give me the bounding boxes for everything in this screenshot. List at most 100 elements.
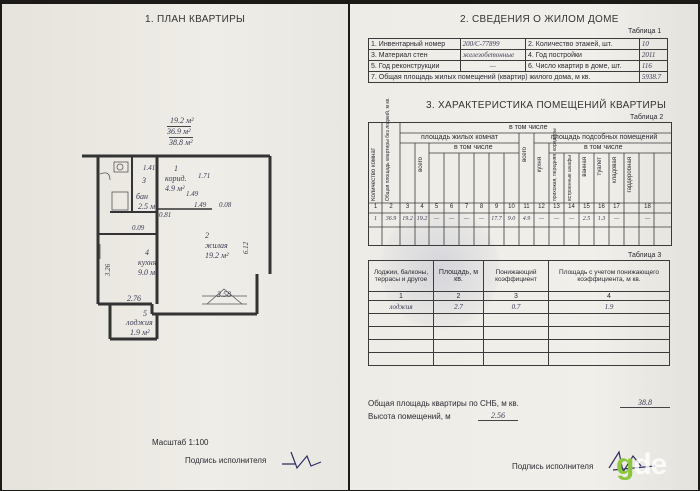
table-cell: 17 — [613, 204, 620, 210]
table-cell: 16 — [598, 204, 605, 210]
table-cell: — — [448, 216, 455, 222]
v-tom-chisle-living: в том числе — [454, 144, 493, 151]
table-cell: 19.2 — [416, 216, 428, 222]
table-cell: 4 — [420, 204, 424, 210]
dim-1-49-b: 1.49 — [194, 201, 207, 209]
room3-name: бан — [136, 192, 148, 201]
room1-area: 4.9 м² — [165, 184, 185, 193]
dim-6-12: 6.12 — [242, 241, 251, 255]
table-row — [368, 352, 670, 366]
table-cell: 2.5 — [582, 216, 591, 222]
room5-area: 1.9 м² — [130, 328, 150, 337]
room2-area: 19.2 м² — [205, 251, 229, 260]
room5-name: лоджия — [126, 318, 153, 327]
dim-0-08: 0.08 — [219, 201, 232, 209]
table-cell: — — [478, 216, 485, 222]
table-row — [368, 313, 670, 327]
col-bath: ванная — [582, 157, 588, 177]
table-row — [368, 339, 670, 353]
dim-3-26: 3.26 — [104, 263, 113, 277]
table-cell: 10 — [508, 204, 515, 210]
aux-area-header: площадь подсобных помещений — [551, 134, 658, 141]
scale-label: Масштаб 1:100 — [152, 438, 209, 447]
table-cell: 15 — [583, 204, 590, 210]
table-cell: 9.0 — [507, 216, 516, 222]
floor-plan-drawing — [82, 154, 272, 341]
dim-1-41: 1.41 — [143, 164, 156, 172]
room2-number: 2 — [205, 231, 209, 240]
area-total-no-loggia-label: 36.9 м² — [167, 126, 191, 136]
room2-name: жилая — [205, 241, 228, 250]
height-value: 2.56 — [478, 411, 518, 421]
v-tom-chisle-top: в том числе — [509, 124, 548, 131]
room4-name: кухня — [138, 258, 157, 267]
living-area-header: площадь жилых комнат — [421, 134, 498, 141]
dim-0-09: 0.09 — [132, 224, 145, 232]
table-cell: 2 — [389, 204, 393, 210]
rooms-table: Количество комнат Общая площадь квартиры… — [368, 97, 672, 246]
table-cell: 5 — [434, 204, 439, 210]
table-cell: 6 — [449, 204, 454, 210]
room4-area: 9.0 м² — [138, 268, 158, 277]
col-aux-total: всего — [522, 147, 528, 162]
col-living-total: всего — [418, 157, 424, 172]
col-storage: кладовая — [612, 157, 618, 184]
col-total-area: Общая площадь квартиры без лоджий, м кв. — [385, 97, 391, 201]
table2-label: Таблица 2 — [630, 114, 664, 121]
table-cell: 13 — [553, 204, 560, 210]
table-cell: 9 — [494, 204, 499, 210]
loggia-table: Лоджии, балконы, террасы и другое Площад… — [368, 260, 670, 366]
rooms-characteristics-title: 3. ХАРАКТЕРИСТИКА ПОМЕЩЕНИЙ КВАРТИРЫ — [426, 100, 667, 111]
table1-label: Таблица 1 — [628, 28, 662, 35]
info-signature-label: Подпись исполнителя — [512, 462, 594, 471]
height-label: Высота помещений, м — [368, 412, 451, 421]
room3-area: 2.5 м² — [138, 202, 158, 211]
v-tom-chisle-aux: в том числе — [584, 144, 623, 151]
col-kitchen: кухня — [537, 157, 543, 173]
table3-label: Таблица 3 — [628, 252, 662, 259]
table-cell: — — [463, 216, 470, 222]
table-cell: 3 — [405, 204, 410, 210]
plan-signature-label: Подпись исполнителя — [185, 456, 267, 465]
table-cell: 11 — [523, 204, 530, 210]
table-cell: 4.9 — [522, 216, 531, 222]
plan-page: 1. ПЛАН КВАРТИРЫ 19.2 м² 36.9 м² 38.8 м² — [2, 4, 348, 490]
dim-2-76: 2.76 — [127, 294, 141, 303]
dim-1-49-a: 1.49 — [186, 190, 199, 198]
area-total-label: 38.8 м² — [169, 137, 193, 147]
dim-0-81: 0.81 — [159, 211, 172, 219]
room1-number: 1 — [174, 164, 178, 173]
table-cell: 8 — [479, 204, 484, 210]
table-cell: — — [568, 216, 575, 222]
table-cell: 14 — [568, 204, 575, 210]
table-cell: 1 — [374, 216, 377, 222]
table-cell: 19.2 — [402, 216, 413, 222]
info-signature-scribble — [608, 450, 656, 474]
table-cell: — — [538, 216, 545, 222]
table-cell: 7 — [464, 204, 469, 210]
table-cell: 36.9 — [385, 216, 397, 222]
room5-number: 5 — [143, 309, 147, 318]
plan-signature-scribble — [282, 451, 322, 470]
table-row — [368, 326, 670, 340]
room3-number: 3 — [142, 176, 146, 185]
col-rooms-count: Количество комнат — [371, 147, 377, 201]
table-row: 7. Общая площадь жилых помещений (кварти… — [368, 71, 669, 83]
total-area-label: Общая площадь квартиры по СНБ, м кв. — [368, 399, 519, 408]
table-cell: 1.3 — [597, 216, 606, 222]
total-area-value: 38.8 — [620, 398, 670, 408]
table-cell: — — [553, 216, 560, 222]
house-info-title: 2. СВЕДЕНИЯ О ЖИЛОМ ДОМЕ — [460, 14, 619, 25]
col-corridor: прихожая, передняя, коридоры — [552, 128, 558, 201]
table-cell: — — [433, 216, 440, 222]
table-cell: 12 — [538, 204, 545, 210]
rooms-table-grid — [369, 123, 671, 245]
table-cell: 18 — [644, 204, 651, 210]
dim-3-58: 3.58 — [217, 290, 231, 299]
area-living-label: 19.2 м² — [170, 116, 194, 125]
